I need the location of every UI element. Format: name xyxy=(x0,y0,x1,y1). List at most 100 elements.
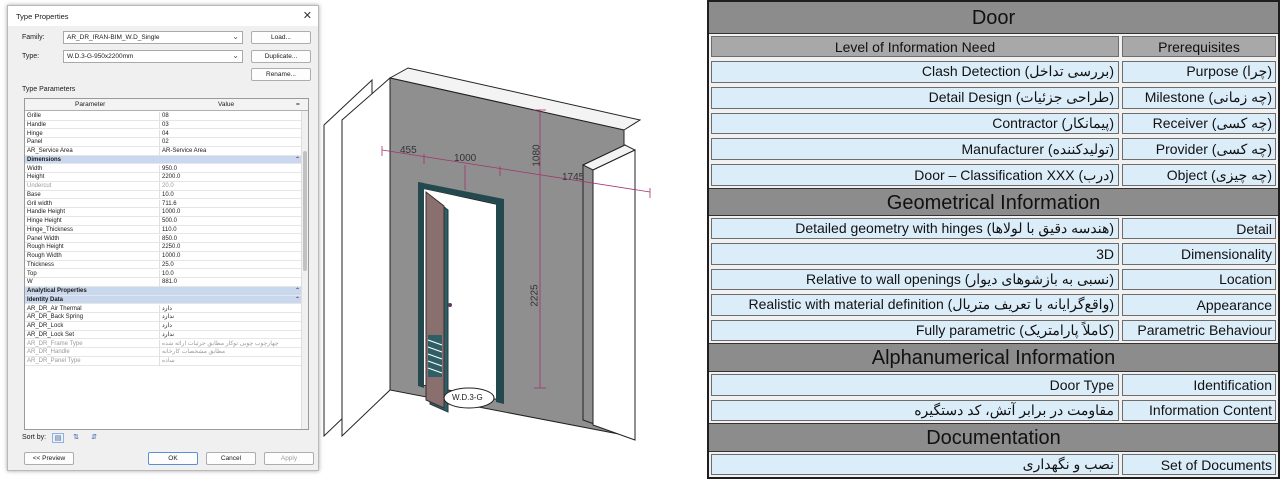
sort-grouped-icon[interactable]: ▤ xyxy=(52,433,64,443)
table-row: Detail Design (طراحی جزئیات)Milestone (چ… xyxy=(709,85,1278,111)
door-frame-right xyxy=(496,199,504,404)
parameter-value[interactable]: دارد xyxy=(159,322,295,331)
apply-button[interactable]: Apply xyxy=(264,452,314,465)
chevron-up-icon[interactable]: ⌃ xyxy=(294,288,300,294)
parameter-value[interactable]: 20.0 xyxy=(159,182,295,191)
family-select[interactable]: AR_DR_IRAN-BIM_W.D_Single ⌄ xyxy=(63,31,243,44)
parameter-value[interactable]: 1000.0 xyxy=(159,252,295,261)
parameter-group-row[interactable]: Dimensions⌃ xyxy=(25,155,302,165)
chevron-up-icon[interactable]: ⌃ xyxy=(294,156,300,163)
parameter-value[interactable]: 08 xyxy=(159,112,295,121)
parameter-value[interactable]: AR-Service Area xyxy=(159,147,295,156)
parameter-value[interactable]: 10.0 xyxy=(159,190,295,200)
parameter-value[interactable]: 110.0 xyxy=(159,225,295,235)
dimension-lines xyxy=(381,109,651,389)
parameter-name: Width xyxy=(27,165,43,172)
parameter-value[interactable]: 850.0 xyxy=(159,234,295,243)
label-cell: Parametric Behaviour xyxy=(1122,319,1276,341)
parameter-value[interactable]: 500.0 xyxy=(159,217,295,226)
table-row[interactable]: W 881.0 xyxy=(25,278,302,287)
value-cell: Manufacturer (تولیدکننده) xyxy=(711,138,1119,161)
parameter-value[interactable]: 10.0 xyxy=(159,269,295,278)
parameter-value[interactable]: ساده xyxy=(159,357,295,366)
type-properties-dialog: Type Properties ✕ Family: AR_DR_IRAN-BIM… xyxy=(7,5,319,471)
parameter-name: Thickness xyxy=(27,261,55,268)
column-parameter[interactable]: Parameter xyxy=(75,101,106,108)
left-wall-face xyxy=(341,76,391,438)
alphanumerical-title: Alphanumerical Information xyxy=(871,347,1116,369)
value-cell: Realistic with material definition (واقع… xyxy=(711,294,1119,316)
close-icon[interactable]: ✕ xyxy=(302,10,312,22)
parameter-value[interactable]: 04 xyxy=(159,129,295,138)
table-row[interactable]: Hinge 04 xyxy=(25,129,302,139)
preview-button[interactable]: << Preview xyxy=(24,452,74,465)
parameter-value[interactable]: ندارد xyxy=(159,313,295,322)
parameter-name: Hinge xyxy=(27,130,43,137)
parameter-value[interactable]: 881.0 xyxy=(159,278,295,287)
label-cell: Location xyxy=(1122,268,1276,291)
type-select[interactable]: W.D.3-G-950x2200mm ⌄ xyxy=(63,50,243,63)
parameter-value[interactable]: 950.0 xyxy=(159,164,295,173)
column-value[interactable]: Value xyxy=(218,101,235,108)
parameter-value[interactable]: دارد xyxy=(159,304,295,313)
parameter-value[interactable]: 711.6 xyxy=(159,199,295,208)
duplicate-button[interactable]: Duplicate... xyxy=(251,50,311,63)
parameter-value[interactable]: 2250.0 xyxy=(159,243,295,252)
table-row[interactable]: Thickness 25.0 xyxy=(25,260,302,270)
value-cell: Fully parametric (کاملاً پارامتریک) xyxy=(711,319,1119,341)
parameter-name: W xyxy=(27,279,33,286)
table-row[interactable]: Width 950.0 xyxy=(25,164,302,174)
parameter-name: AR_DR_Air Thermal xyxy=(27,305,82,312)
parameter-value[interactable]: 1000.0 xyxy=(159,208,295,217)
parameter-value[interactable]: 25.0 xyxy=(159,260,295,270)
parameter-value[interactable]: چهارچوب چوبی توکار مطابق جزئیات ارائه شد… xyxy=(159,339,295,348)
value-cell: 3D xyxy=(711,243,1119,265)
parameter-value[interactable]: مطابق مشخصات کارخانه xyxy=(159,348,295,357)
label-cell: Provider (چه کسی) xyxy=(1122,138,1276,161)
parameter-value[interactable]: ندارد xyxy=(159,330,295,340)
door-title: Door xyxy=(971,7,1016,29)
rename-button[interactable]: Rename... xyxy=(251,68,311,81)
load-button[interactable]: Load... xyxy=(251,31,311,44)
label-cell: Set of Documents xyxy=(1122,454,1276,475)
door-model-drawing xyxy=(323,67,651,441)
parameter-value[interactable]: 03 xyxy=(159,120,295,130)
parameter-group-row[interactable]: Analytical Properties⌃ xyxy=(25,287,302,296)
chevron-up-icon[interactable]: ⌃ xyxy=(294,296,300,303)
sort-ascending-icon[interactable]: ⇅ xyxy=(73,434,79,441)
cancel-button[interactable]: Cancel xyxy=(206,452,256,465)
table-row[interactable]: AR_DR_Air Thermal دارد xyxy=(25,304,302,314)
scrollbar-thumb[interactable] xyxy=(303,151,307,271)
sort-descending-icon[interactable]: ⇵ xyxy=(91,434,97,441)
table-scrollbar[interactable] xyxy=(301,111,308,429)
parameter-value[interactable]: 02 xyxy=(159,138,295,147)
value-cell: نصب و نگهداری xyxy=(711,454,1119,475)
door-tag-label: W.D.3-G xyxy=(452,393,483,402)
ok-button[interactable]: OK xyxy=(148,452,198,465)
parameter-value[interactable]: 2200.0 xyxy=(159,173,295,182)
parameter-group-row[interactable]: Identity Data⌃ xyxy=(25,295,302,305)
